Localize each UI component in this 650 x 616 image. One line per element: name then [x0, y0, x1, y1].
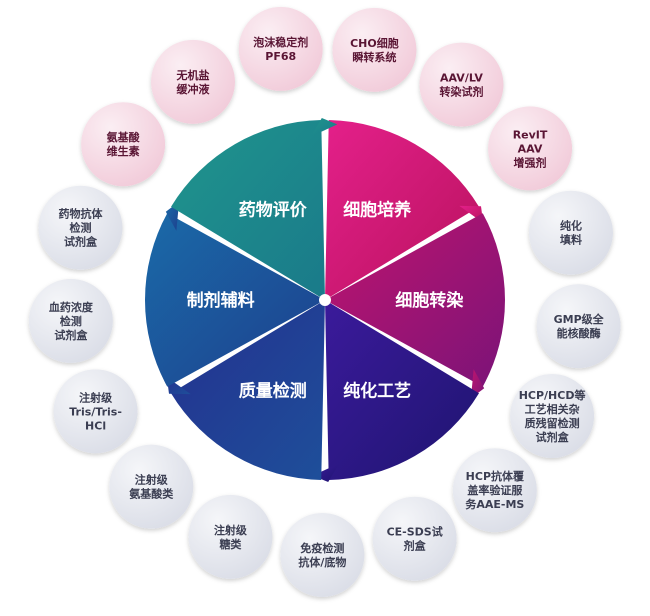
bubble-circle [419, 42, 504, 127]
bubble-circle [528, 190, 613, 275]
cell-culture-label: 细胞培养 [343, 200, 412, 221]
cell-culture-segment [325, 120, 479, 300]
bubble-text-line: Tris/Tris- [69, 405, 122, 418]
cell-transfection-segment [325, 213, 505, 387]
bubble-text-line: 转染试剂 [439, 85, 483, 99]
bubble-text-line: 氨基酸 [107, 130, 141, 144]
bubble-text-line: HCP/HCD等 [519, 388, 586, 402]
bubble-circle [488, 106, 573, 191]
bubble-text-line: 无机盐 [175, 68, 209, 82]
bubble-text-line: 增强剂 [514, 155, 547, 169]
bubble-circle [332, 7, 417, 92]
bubble-text-line: 试剂盒 [54, 328, 88, 342]
bubble-text-line: 缓冲液 [176, 82, 210, 96]
bubble-text-line: 质残留检测 [525, 416, 580, 430]
bubble-text-line: 试剂盒 [536, 430, 570, 444]
bubble-text-line: RevIT [513, 128, 548, 141]
bubble-text-line: 免疫检测 [300, 541, 344, 555]
bubble-circle [81, 102, 166, 187]
cell-transfection-label: 细胞转染 [395, 290, 463, 311]
product-bubbles: 泡沫稳定剂PF68CHO细胞瞬转系统AAV/LV转染试剂RevITAAV增强剂纯… [28, 6, 621, 597]
bubble-text-line: 检测 [69, 221, 91, 235]
bubble-text-line: CHO细胞 [350, 36, 399, 50]
drug-evaluation-label: 药物评价 [239, 200, 308, 221]
purification-segment [325, 300, 479, 480]
bubble-circle [238, 6, 323, 91]
bubble-text-line: 检测 [60, 314, 82, 328]
bubble-text-line: HCl [85, 419, 106, 432]
bubble-text-line: 泡沫稳定剂 [253, 35, 308, 49]
bubble-circle [150, 39, 235, 124]
bubble-text-line: 注射级 [79, 390, 113, 404]
purification-label: 纯化工艺 [343, 380, 411, 401]
bubble-text-line: AAV/LV [440, 72, 483, 85]
bubble-text-line: AAV [518, 142, 543, 155]
bubble-text-line: 维生素 [107, 144, 140, 158]
bubble-text-line: 血药浓度 [49, 300, 94, 314]
formulation-excipients-label: 制剂辅料 [187, 290, 255, 311]
wheel-center-hub [319, 294, 331, 306]
bubble-circle [109, 444, 194, 529]
bubble-text-line: HCP抗体覆 [466, 469, 525, 483]
quality-testing-label: 质量检测 [239, 380, 307, 401]
bubble-text-line: 盖率验证服 [467, 483, 523, 497]
bubble-text-line: GMP级全 [554, 312, 605, 326]
bubble-text-line: 注射级 [214, 523, 248, 537]
bubble-text-line: 填料 [560, 233, 582, 247]
bubble-circle [53, 369, 138, 454]
bubble-text-line: 能核酸酶 [557, 326, 601, 340]
bubble-text-line: 瞬转系统 [352, 50, 396, 64]
bubble-text-line: 剂盒 [403, 539, 427, 553]
bubble-text-line: CE-SDS试 [387, 525, 443, 539]
bubble-circle [188, 494, 273, 579]
bubble-circle [452, 448, 537, 533]
quality-testing-segment [171, 300, 325, 480]
bubble-circle [536, 284, 621, 369]
bubble-text-line: 糖类 [219, 537, 242, 551]
bubble-circle [510, 374, 595, 459]
bubble-text-line: 抗体/底物 [298, 555, 346, 569]
bubble-text-line: 试剂盒 [64, 235, 98, 249]
bubble-text-line: 药物抗体 [58, 207, 103, 221]
formulation-excipients-segment [145, 213, 325, 387]
bubble-circle [372, 496, 457, 581]
drug-evaluation-arrow-icon [310, 118, 338, 137]
drug-evaluation-segment [171, 120, 325, 300]
bubble-circle [28, 278, 113, 363]
bubble-text-line: 氨基酸类 [129, 487, 174, 501]
bubble-text-line: 纯化 [560, 219, 582, 233]
bubble-circle [38, 185, 123, 270]
bubble-circle [280, 512, 365, 597]
bubble-text-line: 务AAE-MS [465, 497, 524, 511]
bubble-text-line: 工艺相关杂 [525, 402, 580, 416]
bubble-text-line: 注射级 [135, 473, 169, 487]
bubble-text-line: PF68 [265, 50, 296, 63]
